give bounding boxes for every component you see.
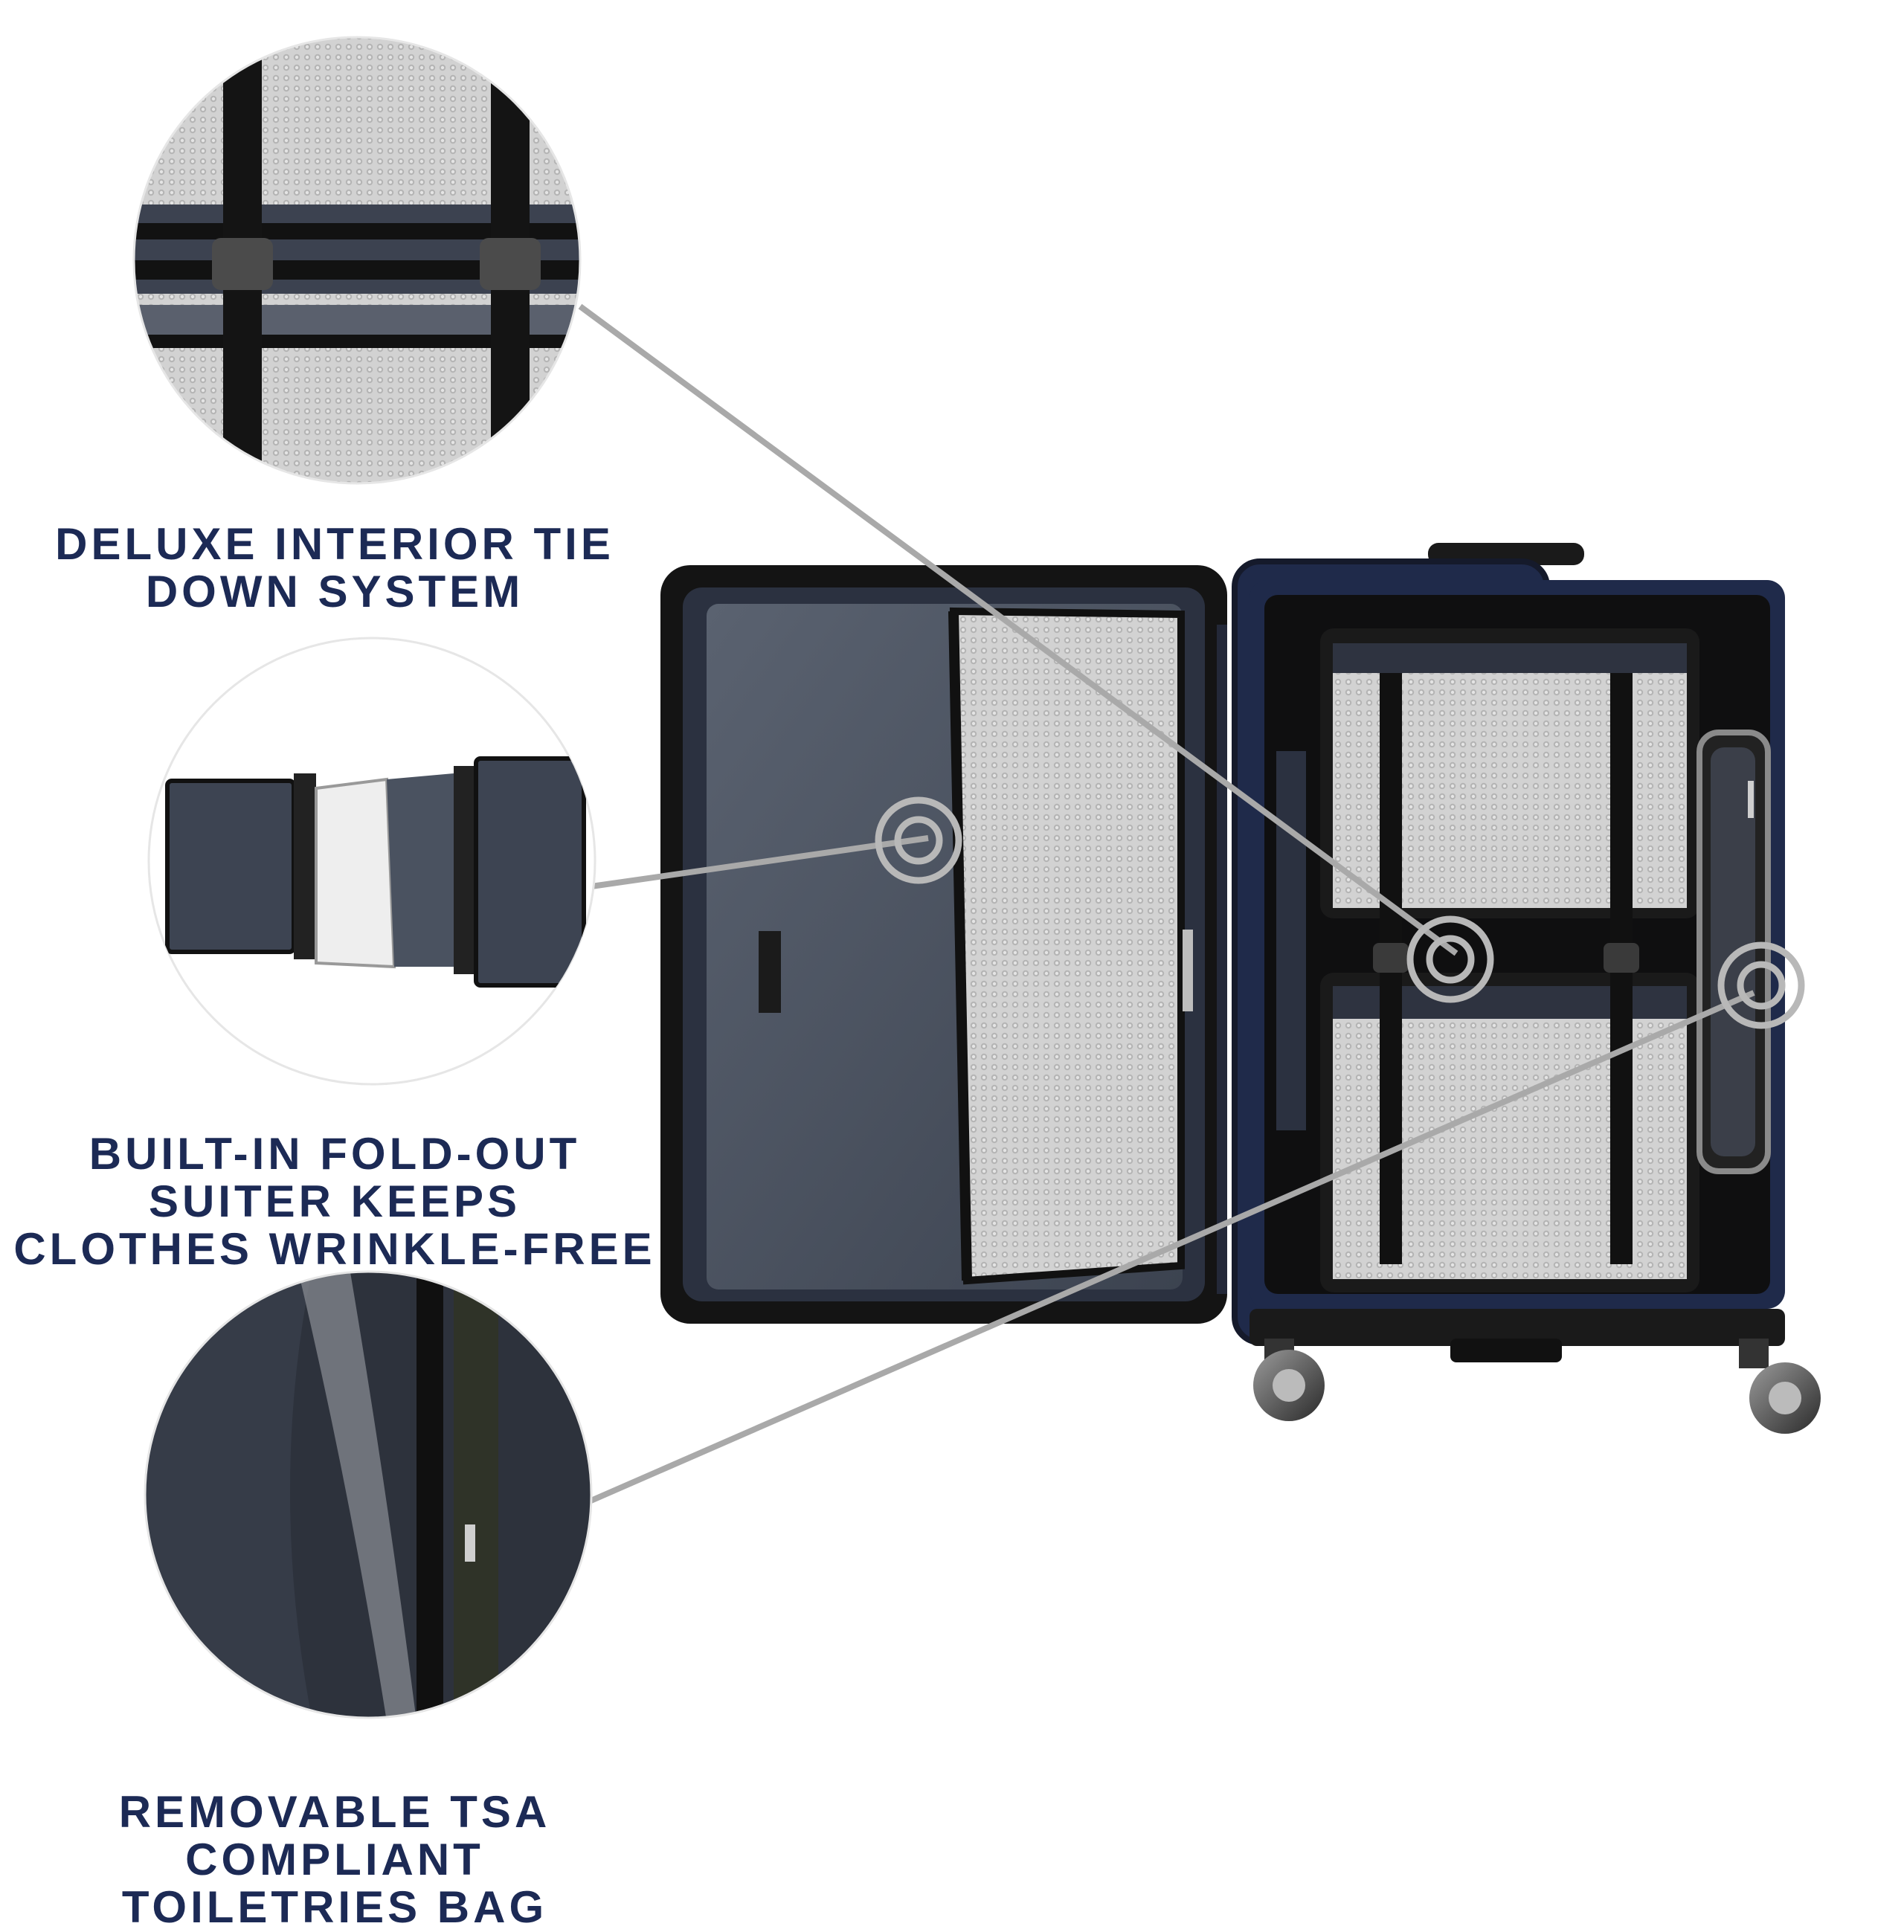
feature-caption-tie-down: DELUXE INTERIOR TIE DOWN SYSTEM	[0, 521, 669, 616]
target-marker-toiletries	[1717, 941, 1805, 1029]
callout-lines	[578, 303, 1755, 1505]
wheel	[1253, 1339, 1325, 1421]
packing-cube-lower	[1320, 937, 1699, 1292]
callout-line-suiter	[591, 835, 929, 889]
suiter-mesh-panel	[948, 607, 1185, 1285]
suitcase-lid	[660, 565, 1227, 1324]
feature-caption-suiter: BUILT-IN FOLD-OUT SUITER KEEPS CLOTHES W…	[0, 1130, 669, 1273]
target-marker-tie-down	[1406, 915, 1494, 1003]
detail-circle-toiletries	[144, 1270, 593, 1719]
caption-line: TOILETRIES BAG	[121, 1882, 548, 1932]
caption-line: SUITER KEEPS	[148, 1176, 521, 1226]
suitcase-base	[1232, 543, 1821, 1434]
detail-circle-tie-down	[132, 36, 582, 485]
target-markers	[875, 796, 1805, 1029]
detail-circle-suiter	[147, 637, 596, 1086]
target-marker-suiter	[875, 796, 962, 884]
brand-tag	[759, 931, 781, 1013]
caption-line: CLOTHES WRINKLE-FREE	[13, 1224, 656, 1274]
packing-cube-upper	[1320, 628, 1699, 956]
zipper-pull	[1183, 930, 1193, 1011]
feature-caption-toiletries: REMOVABLE TSA COMPLIANT TOILETRIES BAG	[0, 1788, 669, 1931]
callout-line-toiletries	[586, 990, 1755, 1505]
caption-line: BUILT-IN FOLD-OUT	[89, 1129, 581, 1179]
caption-line: DELUXE INTERIOR TIE	[55, 519, 614, 569]
caption-line: DOWN SYSTEM	[145, 567, 524, 616]
wheel	[1739, 1339, 1821, 1434]
buckle	[1604, 943, 1639, 973]
buckle	[1373, 943, 1409, 973]
caption-line: REMOVABLE TSA COMPLIANT	[118, 1787, 551, 1884]
callout-line-tie-down	[578, 303, 1458, 956]
